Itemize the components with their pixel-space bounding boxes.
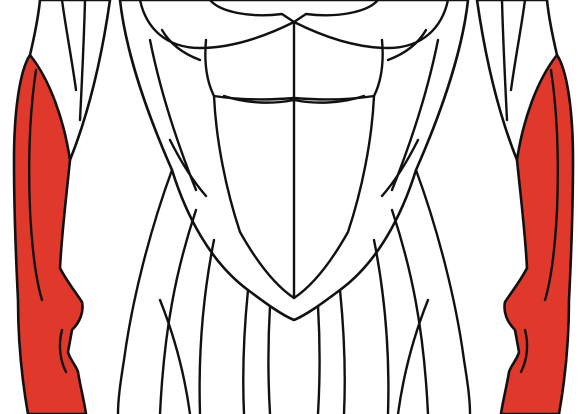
anatomy-figure — [0, 0, 587, 414]
muscle-diagram — [0, 0, 587, 414]
